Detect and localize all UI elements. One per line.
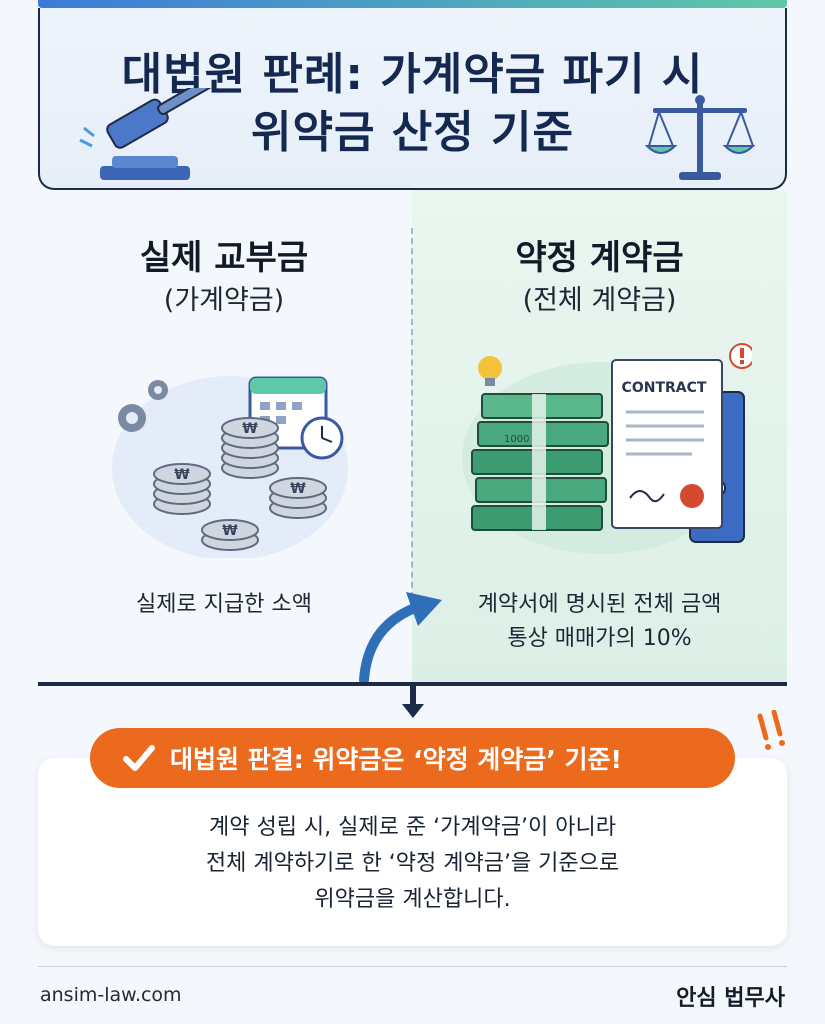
coin-symbol: ₩ [290,481,306,497]
left-column-title: 실제 교부금 [139,238,309,278]
verdict-line-3: 위약금을 계산합니다. [314,887,511,912]
down-arrow-icon [402,686,424,718]
page-title-line-2: 위약금 산정 기준 [251,107,574,158]
verdict-explanation: 계약 성립 시, 실제로 준 ‘가계약금’이 아니라 전체 계약하기로 한 ‘약… [38,810,787,918]
gavel-icon [79,88,214,180]
footer-brand: 안심 법무사 [676,986,785,1011]
right-description-line-1: 계약서에 명시된 전체 금액 [477,592,722,617]
column-divider [411,228,413,598]
left-column-actual-payment: 실제 교부금 (가계약금) [38,190,410,682]
page-title-line-1: 대법원 판례: 가계약금 파기 시 [121,49,704,100]
right-column-description: 계약서에 명시된 전체 금액 통상 매매가의 10% [412,588,787,656]
verdict-line-1: 계약 성립 시, 실제로 준 ‘가계약금’이 아니라 [208,815,617,840]
bill-label: 1000 [504,434,529,445]
coins-calendar-illustration: ₩ ₩ ₩ ₩ [112,376,348,558]
footer-divider [38,966,787,967]
section-divider [38,682,787,686]
top-accent-bar [38,0,787,8]
verdict-pill: 대법원 판결: 위약금은 ‘약정 계약금’ 기준! [90,728,735,788]
alert-marks-icon [757,710,785,750]
checkmark-icon [123,745,155,771]
clock-icon [300,416,344,460]
right-column-title: 약정 계약금 [515,238,684,278]
coin-symbol: ₩ [242,421,258,437]
lightbulb-icon [478,356,502,386]
coin-symbol: ₩ [174,467,190,483]
verdict-card: 계약 성립 시, 실제로 준 ‘가계약금’이 아니라 전체 계약하기로 한 ‘약… [38,758,787,946]
footer-website: ansim-law.com [40,984,182,1006]
verdict-line-2: 전체 계약하기로 한 ‘약정 계약금’을 기준으로 [205,851,620,876]
left-column-subtitle: (가계약금) [163,285,285,316]
right-column-agreed-deposit: 약정 계약금 (전체 계약금) CONTRACT [412,190,787,682]
contract-document: CONTRACT [611,359,723,529]
exclamation-icon [729,343,752,369]
verdict-pill-text: 대법원 판결: 위약금은 ‘약정 계약금’ 기준! [170,745,622,774]
right-description-line-2: 통상 매매가의 10% [507,626,692,651]
left-column-description: 실제로 지급한 소액 [136,592,312,617]
curved-arrow-icon [359,592,442,684]
contract-label: CONTRACT [622,380,707,396]
coin-symbol: ₩ [222,523,238,539]
money-contract-illustration: CONTRACT 1000 [462,343,752,554]
right-column-subtitle: (전체 계약금) [522,285,677,316]
title-card: 대법원 판례: 가계약금 파기 시 위약금 산정 기준 [38,8,787,190]
scales-of-justice-icon [645,95,755,180]
money-stack: 1000 [471,393,609,531]
gear-icon [118,380,168,432]
coin-stacks [153,417,327,551]
